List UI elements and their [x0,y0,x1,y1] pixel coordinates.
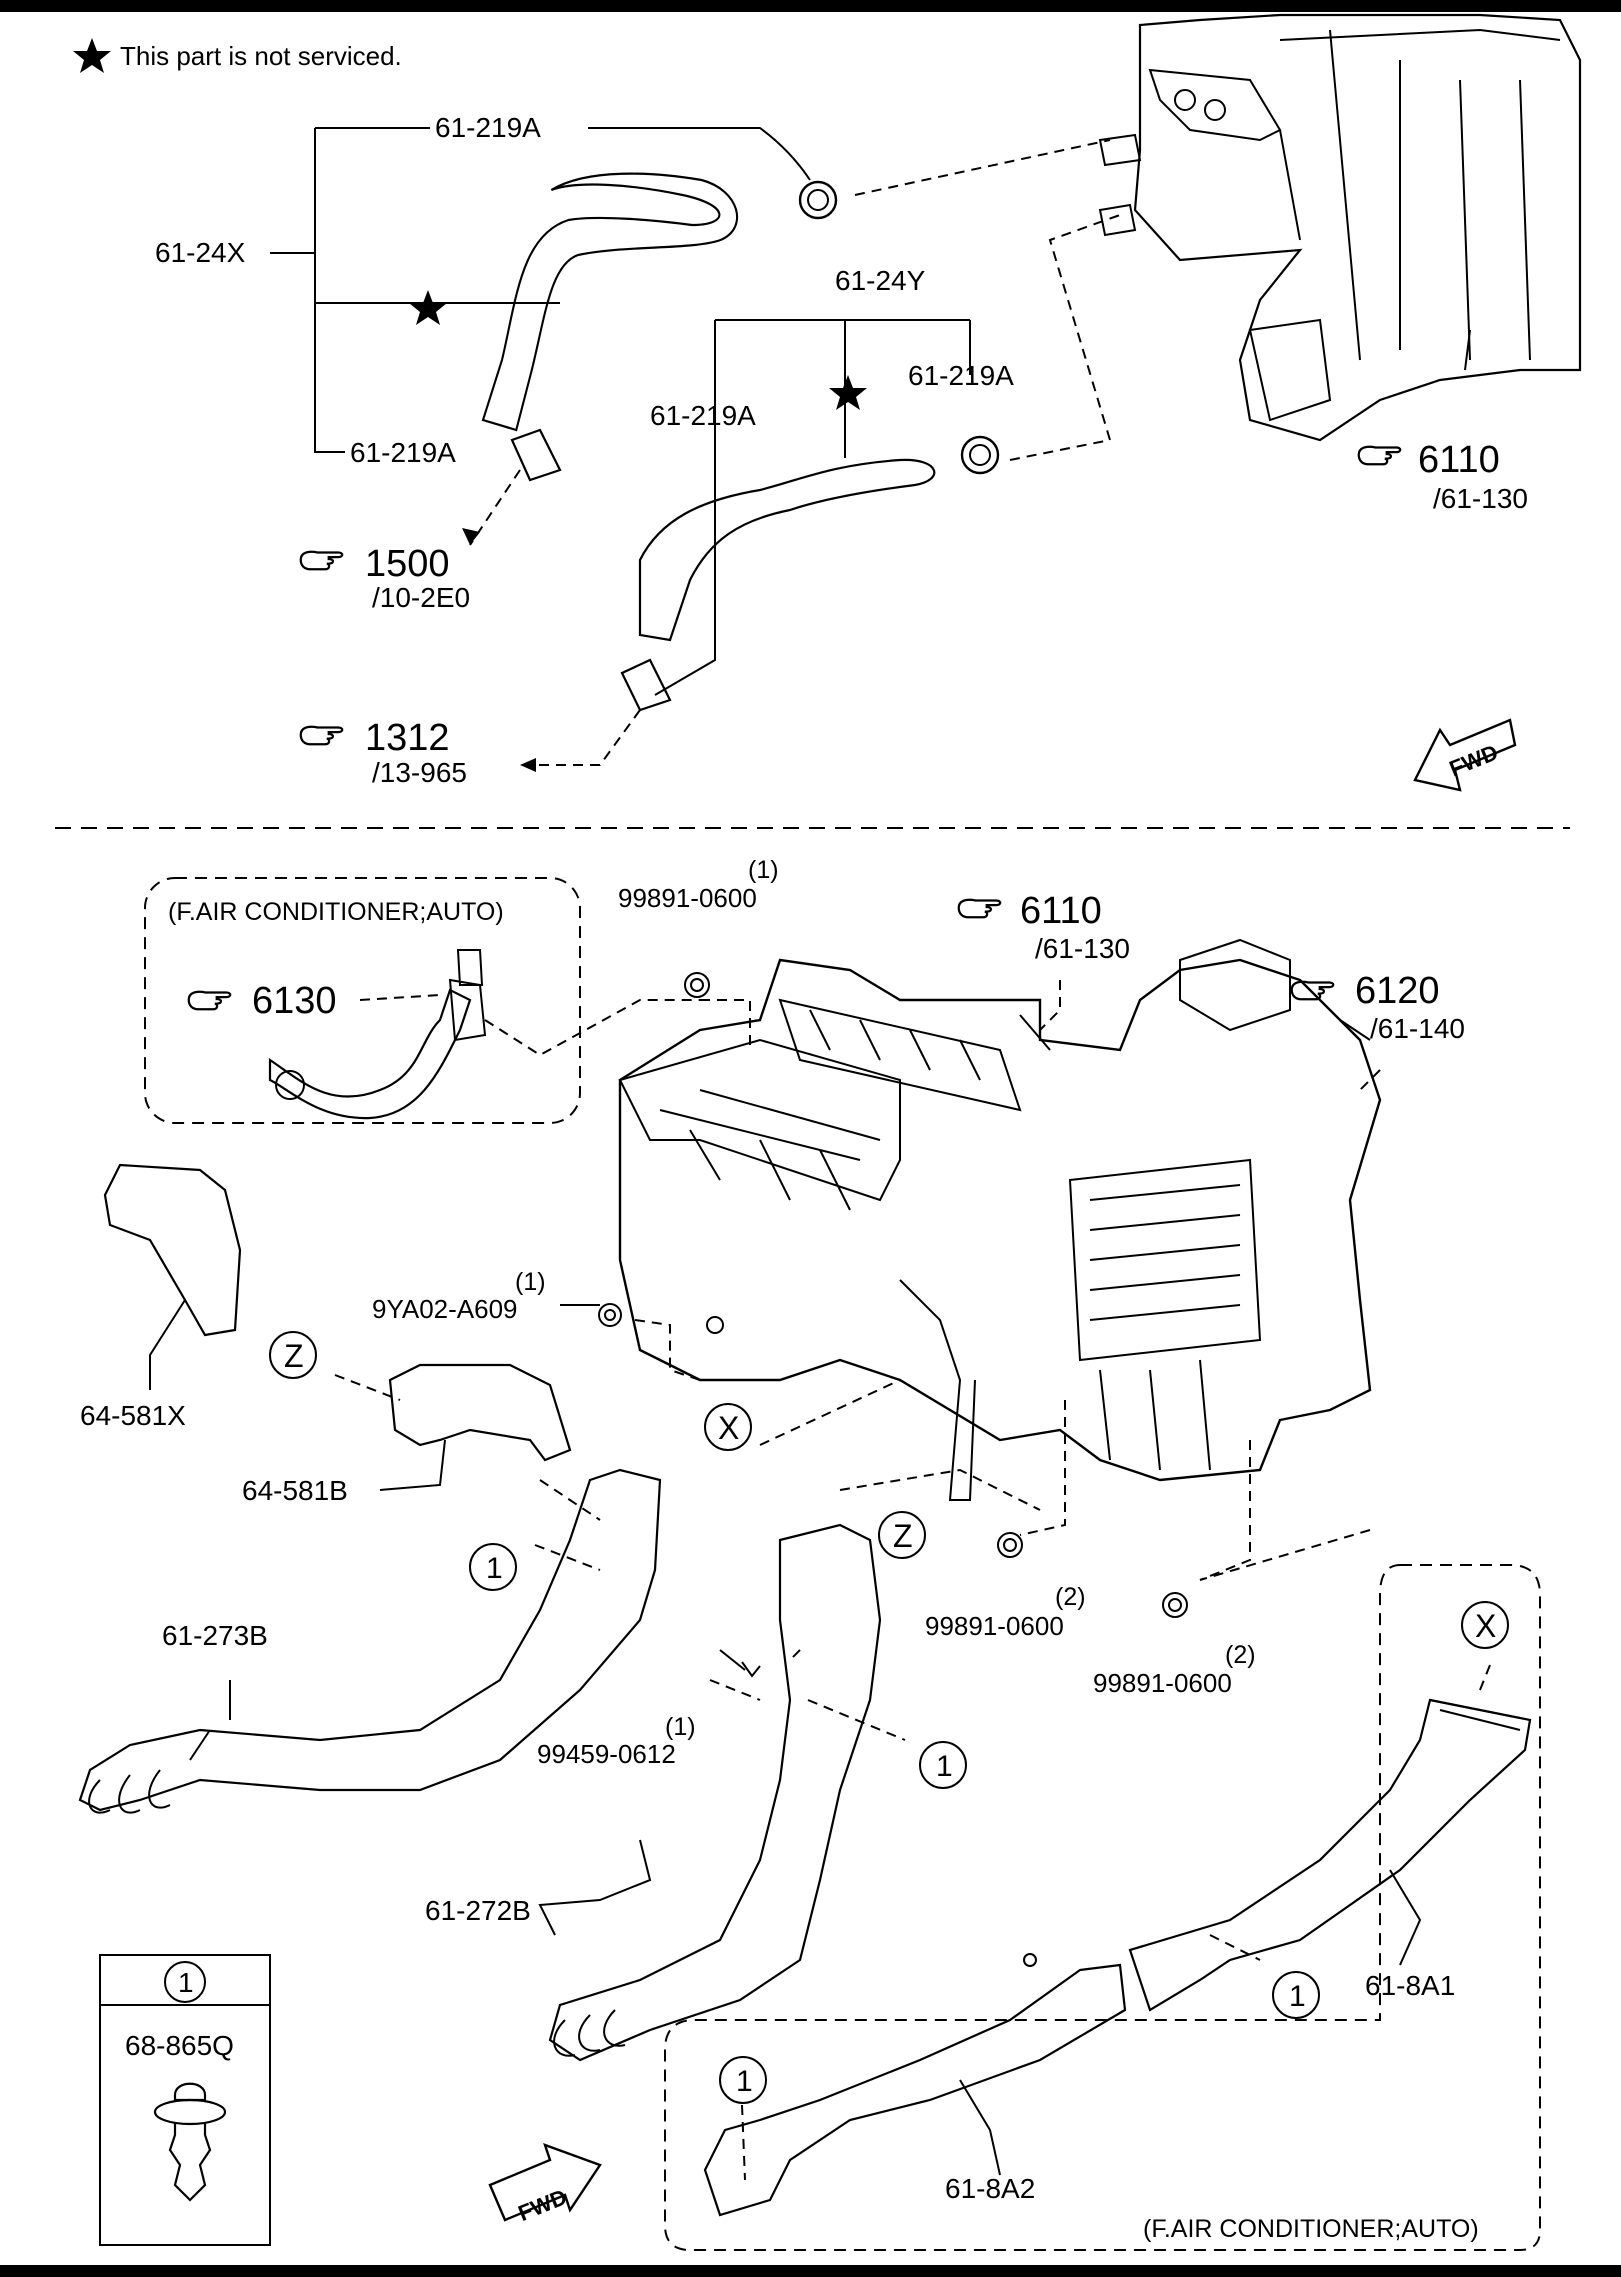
note-text: This part is not serviced. [120,41,402,71]
callout-1-d: 1 [736,2065,753,2098]
pointer-hand-icon [957,898,1002,919]
ref-1500[interactable]: 1500 [365,543,450,585]
part-64-581X: 64-581X [80,1400,186,1431]
callouts [164,1331,1509,2104]
ref-6110-top[interactable]: 6110 [1418,439,1500,481]
bottom-border [0,2265,1621,2277]
group-label-bottom: (F.AIR CONDITIONER;AUTO) [1143,2215,1479,2243]
ref-6110-top-sub: /61-130 [1433,483,1528,514]
callout-1-a: 1 [486,1552,503,1585]
ref-6120[interactable]: 6120 [1355,970,1440,1012]
part-61-8A1: 61-8A1 [1365,1970,1455,2001]
part-99891-0600-low-a: 99891-0600 [925,1611,1064,1641]
pointer-hand-icon [299,550,344,571]
part-64-581B: 64-581B [242,1475,348,1506]
callout-1-c: 1 [1289,1980,1306,2013]
part-99459-0612: 99459-0612 [537,1739,676,1769]
label-61-219A-right: 61-219A [908,360,1014,391]
star-icon [73,38,111,73]
part-61-8A2: 61-8A2 [945,2173,1035,2204]
ref-6120-sub: /61-140 [1370,1013,1465,1044]
top-section [270,13,1582,792]
ref-6130[interactable]: 6130 [252,980,337,1022]
part-61-272B: 61-272B [425,1895,531,1926]
ref-1500-sub: /10-2E0 [372,582,470,613]
part-9YA02-A609: 9YA02-A609 [372,1294,518,1324]
ref-6110-bottom[interactable]: 6110 [1020,890,1102,932]
qty-bolt-top: (1) [748,856,779,884]
qty-nut-low-a: (2) [1055,1583,1086,1611]
legend-number: 1 [178,1967,194,1998]
callout-z-2: Z [893,1518,913,1554]
group-label-top: (F.AIR CONDITIONER;AUTO) [168,898,504,926]
qty-screw: (1) [665,1713,696,1741]
qty-nut-low-b: (2) [1225,1641,1256,1669]
ref-1312[interactable]: 1312 [365,717,450,759]
label-61-219A-lower: 61-219A [350,437,456,468]
qty-nut-mid: (1) [515,1268,546,1296]
pointer-hand-icon [299,725,344,746]
pointer-hand-icon [187,990,232,1011]
label-61-24Y: 61-24Y [835,265,926,296]
part-61-273B: 61-273B [162,1620,268,1651]
bottom-section [78,877,1541,2251]
legend-part: 68-865Q [125,2030,234,2061]
fwd-label-top: FWD [1446,739,1502,781]
label-61-24X: 61-24X [155,237,246,268]
pointer-hand-icon [1357,445,1402,466]
label-61-219A-top: 61-219A [435,112,541,143]
callout-1-b: 1 [936,1750,953,1783]
part-99891-0600-low-b: 99891-0600 [1093,1668,1232,1698]
part-99891-0600-top: 99891-0600 [618,883,757,913]
ref-6110-bottom-sub: /61-130 [1035,933,1130,964]
ref-1312-sub: /13-965 [372,757,467,788]
callout-x-1: X [718,1410,739,1446]
fwd-label-bottom: FWD [515,2184,571,2226]
top-border [0,0,1621,12]
label-61-219A-mid: 61-219A [650,400,756,431]
callout-z-1: Z [284,1338,304,1374]
star-icon [409,290,447,325]
callout-x-2: X [1475,1608,1496,1644]
pointer-hand-icon [1290,980,1335,1001]
star-icon [829,375,867,410]
